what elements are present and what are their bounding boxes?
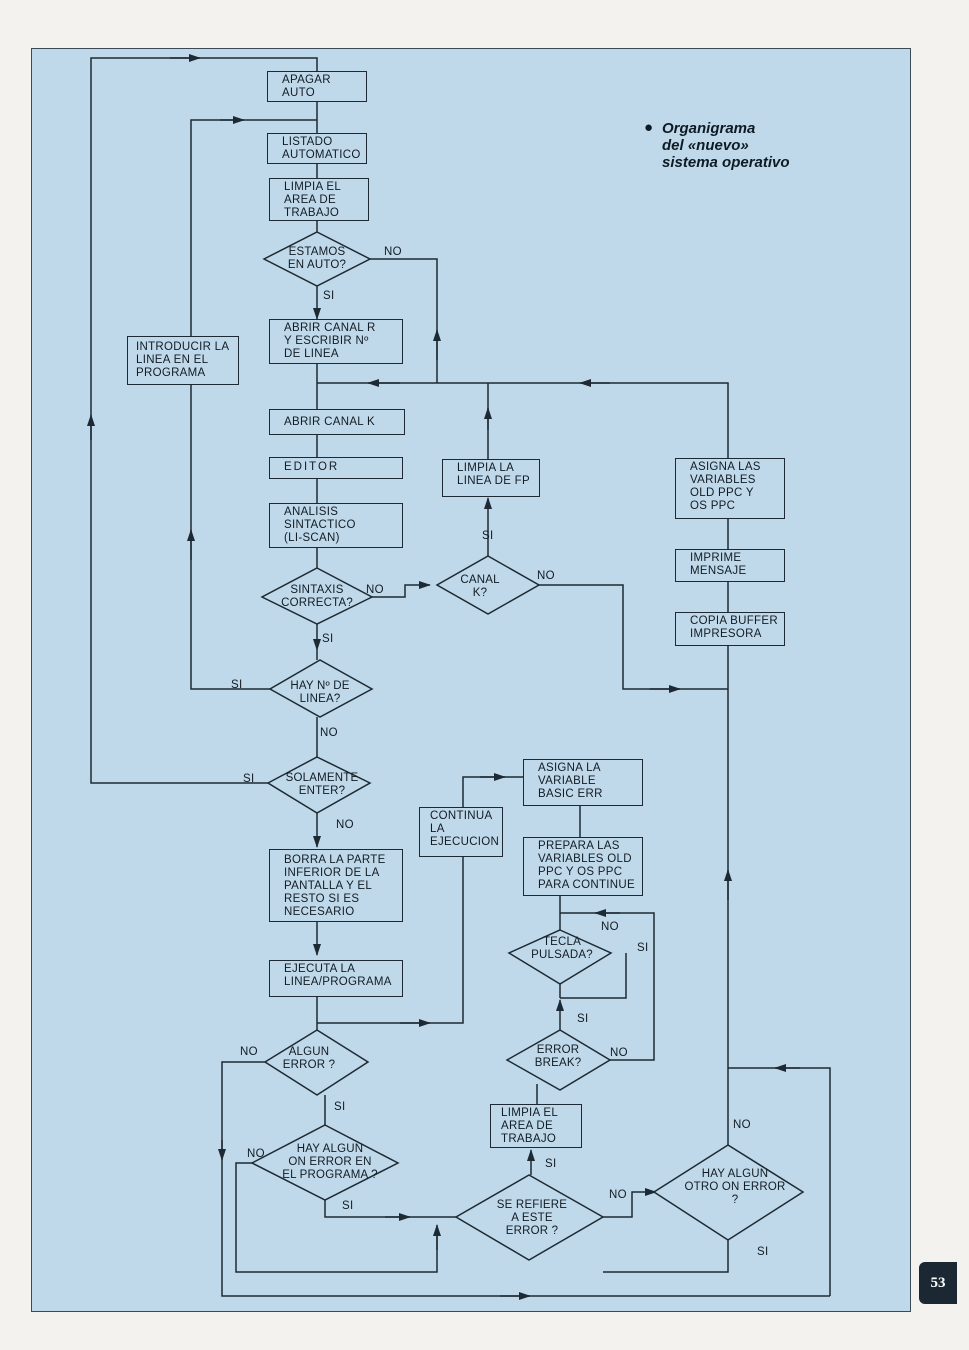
caption-line-2: del «nuevo»	[662, 137, 749, 154]
decision-sintaxis	[260, 567, 374, 625]
box-editor: EDITOR	[269, 457, 403, 479]
edge-label-otro-si: SI	[757, 1246, 769, 1258]
page-number: 53	[919, 1262, 957, 1304]
label-hay-on-error: HAY ALGUN ON ERROR EN EL PROGRAMA ?	[282, 1143, 378, 1181]
box-asigna-basic-err: ASIGNA LA VARIABLE BASIC ERR	[523, 759, 643, 806]
edge-label-linea-si: SI	[231, 679, 243, 691]
box-borra: BORRA LA PARTE INFERIOR DE LA PANTALLA Y…	[269, 849, 403, 922]
box-prepara: PREPARA LAS VARIABLES OLD PPC Y OS PPC P…	[523, 837, 643, 896]
edge-label-enter-no: NO	[336, 819, 354, 831]
edge-label-onerror-no: NO	[247, 1148, 265, 1160]
edge-label-tecla-si: SI	[637, 942, 649, 954]
flowchart-panel	[31, 48, 911, 1312]
label-estamos-auto: ESTAMOS EN AUTO?	[287, 246, 347, 271]
decision-se-refiere	[454, 1174, 605, 1261]
box-apagar-auto: APAGAR AUTO	[267, 71, 367, 102]
edge-label-canal-si: SI	[482, 530, 494, 542]
edge-label-refiere-si: SI	[545, 1158, 557, 1170]
edge-label-otro-no: NO	[733, 1119, 751, 1131]
label-hay-linea: HAY Nº DE LINEA?	[290, 680, 350, 705]
edge-label-estamos-no: NO	[384, 246, 402, 258]
box-abrir-canal-r: ABRIR CANAL R Y ESCRIBIR Nº DE LINEA	[269, 319, 403, 364]
decision-error-break	[505, 1029, 612, 1091]
box-imprime-mensaje: IMPRIME MENSAJE	[675, 549, 785, 582]
edge-label-tecla-no: NO	[601, 921, 619, 933]
edge-label-break-no: NO	[610, 1047, 628, 1059]
box-abrir-canal-k: ABRIR CANAL K	[269, 409, 405, 435]
box-introducir-linea: INTRODUCIR LA LINEA EN EL PROGRAMA	[127, 336, 239, 385]
label-error-break: ERROR BREAK?	[534, 1044, 582, 1069]
label-sintaxis: SINTAXIS CORRECTA?	[281, 584, 353, 609]
box-copia-buffer: COPIA BUFFER IMPRESORA	[675, 612, 785, 646]
decision-estamos-auto	[262, 231, 372, 287]
edge-label-linea-no: NO	[320, 727, 338, 739]
box-listado-automatico: LISTADO AUTOMATICO	[267, 133, 367, 164]
box-ejecuta: EJECUTA LA LINEA/PROGRAMA	[269, 960, 403, 997]
caption-bullet: ●	[644, 119, 654, 136]
label-solamente-enter: SOLAMENTE ENTER?	[285, 772, 359, 797]
figure-caption: ● Organigrama del «nuevo» sistema operat…	[644, 119, 844, 171]
edge-label-algun-no: NO	[240, 1046, 258, 1058]
label-se-refiere: SE REFIERE A ESTE ERROR ?	[496, 1199, 568, 1237]
edge-label-algun-si: SI	[334, 1101, 346, 1113]
decision-tecla	[507, 929, 613, 985]
label-algun-error: ALGUN ERROR ?	[282, 1046, 336, 1071]
edge-label-sintaxis-no: NO	[366, 584, 384, 596]
edge-label-onerror-si: SI	[342, 1200, 354, 1212]
edge-label-break-si: SI	[577, 1013, 589, 1025]
decision-otro-on-error	[652, 1144, 805, 1241]
label-tecla: TECLA PULSADA?	[531, 936, 593, 961]
edge-label-estamos-si: SI	[323, 290, 335, 302]
decision-hay-linea	[268, 659, 374, 718]
box-continua: CONTINUA LA EJECUCION	[419, 807, 503, 857]
decision-algun-error	[263, 1029, 370, 1096]
box-limpia-area2: LIMPIA EL AREA DE TRABAJO	[490, 1104, 582, 1148]
box-asigna-old-ppc: ASIGNA LAS VARIABLES OLD PPC Y OS PPC	[675, 458, 785, 519]
caption-line-1: Organigrama	[662, 120, 756, 137]
decision-hay-on-error	[250, 1124, 400, 1201]
box-limpia-fp: LIMPIA LA LINEA DE FP	[442, 459, 540, 497]
decision-canal-k	[435, 555, 541, 615]
decision-solamente-enter	[266, 756, 372, 814]
box-limpia-area: LIMPIA EL AREA DE TRABAJO	[269, 178, 369, 221]
edge-label-refiere-no: NO	[609, 1189, 627, 1201]
label-otro-on-error: HAY ALGUN OTRO ON ERROR ?	[684, 1168, 786, 1206]
edge-label-enter-si: SI	[243, 773, 255, 785]
edge-label-canal-no: NO	[537, 570, 555, 582]
edge-label-sintaxis-si: SI	[322, 633, 334, 645]
label-canal-k: CANAL K?	[460, 574, 500, 599]
caption-line-3: sistema operativo	[662, 154, 790, 171]
box-analisis: ANALISIS SINTACTICO (LI-SCAN)	[269, 503, 403, 548]
edge-enter-si-loop	[90, 57, 318, 784]
